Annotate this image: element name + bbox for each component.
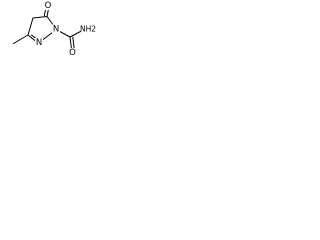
atom-label-nitrogen-2: N [36,38,42,48]
bond-c4-c3 [27,17,34,36]
atom-label-ring-oxygen: O [45,1,52,11]
atom-label-nitrogen-1: N [53,25,59,35]
bonds [13,6,81,50]
bond-camide-o [69,36,72,50]
atom-label-amide-nitrogen: NH2 [80,25,96,34]
bond-c3-methyl [13,34,29,44]
bond-c5-c4 [32,16,48,19]
atom-labels: O N N O NH2 [35,1,96,58]
molecule-structure: O N N O NH2 [13,1,96,58]
bond-camide-o-second [72,36,75,49]
atom-label-amide-oxygen: O [69,48,76,58]
bond-camide-nh2 [69,31,81,38]
